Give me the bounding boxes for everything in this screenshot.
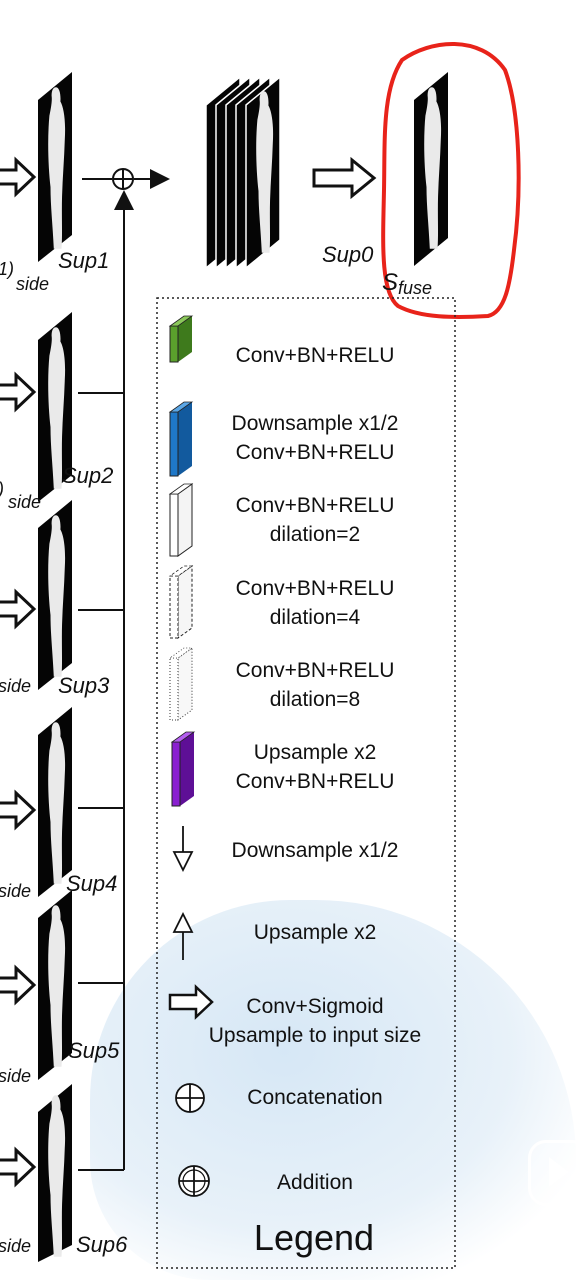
hollow-arrow-icon (168, 984, 214, 1020)
hollow-arrow-icon (312, 156, 377, 200)
side-output-sup5 (38, 890, 72, 1080)
hollow-arrow-icon (0, 964, 37, 1006)
side-output-sup1 (38, 72, 72, 262)
side-output-sup2 (38, 312, 72, 502)
legend-item-label: Downsample x1/2 (232, 412, 399, 435)
dilation2-block-icon (168, 483, 194, 557)
side-output-sup6 (38, 1084, 72, 1262)
stacked-feature-maps (205, 75, 281, 270)
hollow-arrow-icon (0, 371, 37, 413)
hollow-arrow-icon (0, 156, 37, 198)
legend-item-label: Conv+BN+RELU (236, 659, 395, 682)
concatenation-icon (112, 168, 134, 190)
partial-side-label: side (0, 881, 31, 901)
label-sup4: Sup4 (66, 871, 117, 896)
side-output-sup3 (38, 500, 72, 690)
fused-output-panel (414, 72, 448, 266)
legend-item-label: dilation=8 (270, 688, 361, 711)
legend-item-label: Downsample x1/2 (232, 839, 399, 862)
partial-side-label: side (0, 676, 31, 696)
partial-side-label: side (0, 1066, 31, 1086)
partial-side-label: side (0, 1236, 31, 1256)
down-arrow-icon (172, 826, 194, 873)
dilation8-block-icon (168, 647, 194, 721)
conv-block-icon (168, 315, 194, 363)
legend-item-label: Addition (277, 1171, 353, 1194)
legend-item-label: Conv+BN+RELU (236, 441, 395, 464)
highlight-circle (381, 42, 521, 319)
legend-item-label: Upsample to input size (209, 1024, 421, 1047)
label-sup6: Sup6 (76, 1232, 128, 1257)
addition-legend-icon (178, 1165, 210, 1197)
hollow-arrow-icon (0, 1146, 37, 1188)
connector-lines (78, 169, 170, 1171)
downsample-block-icon (168, 401, 194, 477)
dilation4-block-icon (168, 565, 194, 639)
legend-item-label: dilation=4 (270, 606, 361, 629)
legend-item-label: Conv+BN+RELU (236, 770, 395, 793)
label-sup1: Sup1 (58, 248, 109, 273)
label-sup3: Sup3 (58, 673, 110, 698)
fuse-label: Sfuse (382, 269, 432, 298)
side-output-sup4 (38, 707, 72, 897)
partial-label-row2: ) (0, 479, 4, 499)
hollow-arrow-icon (0, 789, 37, 831)
left-arrows (0, 156, 37, 1188)
legend-item-label: Concatenation (247, 1086, 382, 1109)
up-arrow-icon (172, 911, 194, 960)
legend-text: Conv+BN+RELU Downsample x1/2 Conv+BN+REL… (209, 344, 421, 1194)
concatenation-legend-icon (175, 1083, 205, 1113)
upsample-block-icon (170, 731, 196, 807)
hollow-arrow-icon (0, 588, 37, 630)
label-sup5: Sup5 (68, 1038, 120, 1063)
legend-title: Legend (254, 1217, 374, 1258)
legend-item-label: Conv+BN+RELU (236, 344, 395, 367)
legend-box (156, 297, 456, 1269)
partial-side-label: side (8, 492, 41, 512)
label-sup0: Sup0 (322, 242, 374, 267)
legend-item-label: dilation=2 (270, 523, 361, 546)
legend-item-label: Conv+Sigmoid (246, 995, 383, 1018)
legend-item-label: Conv+BN+RELU (236, 577, 395, 600)
play-icon[interactable] (528, 1140, 576, 1206)
partial-side-label: side (16, 274, 49, 294)
legend-item-label: Upsample x2 (254, 741, 377, 764)
partial-label-row1: 1) (0, 259, 14, 279)
legend-item-label: Upsample x2 (254, 921, 377, 944)
label-sup2: Sup2 (62, 463, 113, 488)
legend-item-label: Conv+BN+RELU (236, 494, 395, 517)
